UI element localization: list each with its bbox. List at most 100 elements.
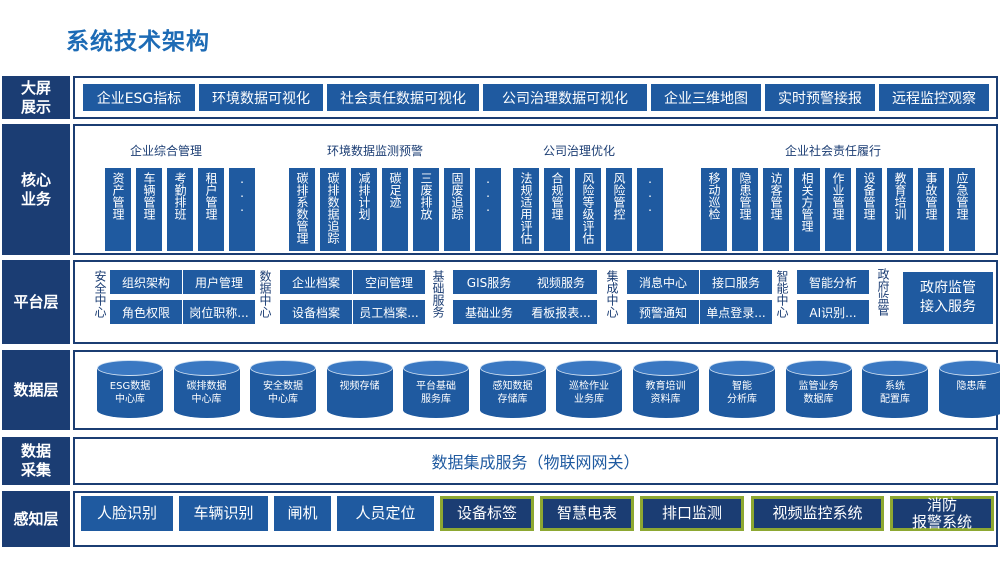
platform-item[interactable]: 视频服务 (525, 270, 597, 294)
core-item[interactable]: ... (637, 168, 663, 251)
database-cylinder[interactable]: ESG数据 中心库 (97, 360, 163, 418)
core-item[interactable]: 作业管理 (825, 168, 851, 251)
sense-item[interactable]: 设备标签 (440, 496, 534, 531)
database-cylinder[interactable]: 系统 配置库 (862, 360, 928, 418)
display-item[interactable]: 公司治理数据可视化 (483, 84, 647, 111)
core-item[interactable]: 合规管理 (544, 168, 570, 251)
platform-item[interactable]: 设备档案 (280, 300, 352, 324)
sense-item[interactable]: 排口监测 (640, 496, 744, 531)
platform-item[interactable]: AI识别... (797, 300, 869, 324)
core-item[interactable]: ... (475, 168, 501, 251)
platform-item[interactable]: 角色权限 (110, 300, 182, 324)
platform-item[interactable]: 用户管理 (183, 270, 255, 294)
core-item[interactable]: 碳排系数管理 (289, 168, 315, 251)
core-item[interactable]: 相关方管理 (794, 168, 820, 251)
layer-display: 大屏 展示 企业ESG指标环境数据可视化社会责任数据可视化公司治理数据可视化企业… (2, 76, 998, 119)
display-item[interactable]: 企业ESG指标 (83, 84, 195, 111)
platform-item[interactable]: 岗位职称... (183, 300, 255, 324)
layer-core: 核心 业务 企业综合管理资产管理车辆管理考勤排班租户管理...环境数据监测预警碳… (2, 124, 998, 255)
database-cylinder[interactable]: 视频存储 (326, 360, 393, 418)
core-item[interactable]: 事故管理 (918, 168, 944, 251)
platform-item[interactable]: 看板报表... (525, 300, 597, 324)
database-cylinder[interactable]: 感知数据 存储库 (479, 360, 546, 418)
core-item[interactable]: 移动巡检 (701, 168, 727, 251)
core-item[interactable]: 设备管理 (856, 168, 882, 251)
platform-item[interactable]: 智能分析 (797, 270, 869, 294)
core-group-title: 企业综合管理 (130, 144, 203, 158)
platform-item[interactable]: 企业档案 (280, 270, 352, 294)
platform-item[interactable]: 单点登录... (700, 300, 772, 324)
core-item[interactable]: 固废追踪 (444, 168, 470, 251)
layer-label-core: 核心 业务 (2, 124, 70, 255)
core-group-title: 环境数据监测预警 (327, 144, 424, 158)
database-cylinder[interactable]: 智能 分析库 (709, 360, 775, 418)
database-label: 巡检作业 业务库 (569, 381, 609, 405)
core-item[interactable]: 碳足迹 (382, 168, 408, 251)
core-group-title: 公司治理优化 (543, 144, 616, 158)
sense-item[interactable]: 智慧电表 (540, 496, 634, 531)
database-cylinder[interactable]: 监管业务 数据库 (785, 360, 852, 418)
core-item[interactable]: 租户管理 (198, 168, 224, 251)
database-cylinder[interactable]: 碳排数据 中心库 (173, 360, 240, 418)
database-cylinder[interactable]: 平台基础 服务库 (403, 360, 469, 418)
display-item[interactable]: 远程监控观察 (879, 84, 989, 111)
core-item-label: 风险管控 (612, 172, 626, 220)
platform-item[interactable]: 政府监管 接入服务 (903, 272, 993, 324)
core-item[interactable]: 隐患管理 (732, 168, 758, 251)
layer-label-sense: 感知层 (2, 491, 70, 547)
core-item[interactable]: 教育培训 (887, 168, 913, 251)
sense-item[interactable]: 人脸识别 (81, 496, 173, 531)
core-item-label: 减排计划 (357, 172, 371, 220)
core-item[interactable]: 风险等级评估 (575, 168, 601, 251)
core-item[interactable]: 三废排放 (413, 168, 439, 251)
platform-item[interactable]: 消息中心 (627, 270, 699, 294)
core-item[interactable]: 减排计划 (351, 168, 377, 251)
sense-item[interactable]: 视频监控系统 (751, 496, 884, 531)
core-item-label: 碳足迹 (388, 172, 402, 208)
core-item-label: 教育培训 (893, 172, 907, 220)
display-item[interactable]: 实时预警接报 (765, 84, 875, 111)
platform-group-title: 数据中心 (258, 270, 272, 318)
layer-label-data: 数据层 (2, 350, 70, 430)
platform-item[interactable]: GIS服务 (453, 270, 525, 294)
sense-item[interactable]: 人员定位 (337, 496, 434, 531)
platform-item[interactable]: 员工档案... (353, 300, 425, 324)
sense-item[interactable]: 消防 报警系统 (890, 496, 994, 531)
core-item-label: 风险等级评估 (581, 172, 595, 244)
platform-group-title: 智能中心 (775, 270, 789, 318)
core-item-label: 碳排数据追踪 (326, 172, 340, 244)
core-item-label: 车辆管理 (142, 172, 156, 220)
database-label: 感知数据 存储库 (492, 381, 533, 405)
platform-item[interactable]: 基础业务 (453, 300, 525, 324)
sense-item[interactable]: 闸机 (274, 496, 331, 531)
platform-item[interactable]: 接口服务 (700, 270, 772, 294)
platform-item[interactable]: 组织架构 (110, 270, 182, 294)
database-cylinder[interactable]: 教育培训 资料库 (632, 360, 699, 418)
database-cylinder[interactable]: 巡检作业 业务库 (556, 360, 622, 418)
core-item[interactable]: 法规适用评估 (513, 168, 539, 251)
core-item[interactable]: 应急管理 (949, 168, 975, 251)
core-item[interactable]: ... (229, 168, 255, 251)
core-item-label: 考勤排班 (173, 172, 187, 220)
platform-group-title: 集成中心 (605, 270, 619, 318)
platform-item[interactable]: 空间管理 (353, 270, 425, 294)
core-item[interactable]: 碳排数据追踪 (320, 168, 346, 251)
core-group-title: 企业社会责任履行 (785, 144, 882, 158)
database-cylinder[interactable]: 隐患库 (938, 360, 1000, 418)
database-cylinder[interactable]: 安全数据 中心库 (250, 360, 316, 418)
core-item[interactable]: 考勤排班 (167, 168, 193, 251)
display-item[interactable]: 环境数据可视化 (199, 84, 323, 111)
display-item[interactable]: 企业三维地图 (651, 84, 761, 111)
database-label: 智能 分析库 (727, 381, 757, 405)
core-item[interactable]: 资产管理 (105, 168, 131, 251)
platform-group-title: 基础服务 (431, 270, 445, 318)
data-panel: ESG数据 中心库碳排数据 中心库安全数据 中心库视频存储平台基础 服务库感知数… (73, 350, 1000, 430)
core-item[interactable]: 车辆管理 (136, 168, 162, 251)
display-item[interactable]: 社会责任数据可视化 (327, 84, 479, 111)
core-item-label: 合规管理 (550, 172, 564, 220)
platform-item[interactable]: 预警通知 (627, 300, 699, 324)
sense-item[interactable]: 车辆识别 (179, 496, 268, 531)
core-item[interactable]: 访客管理 (763, 168, 789, 251)
core-item[interactable]: 风险管控 (606, 168, 632, 251)
core-item-label: 应急管理 (955, 172, 969, 220)
